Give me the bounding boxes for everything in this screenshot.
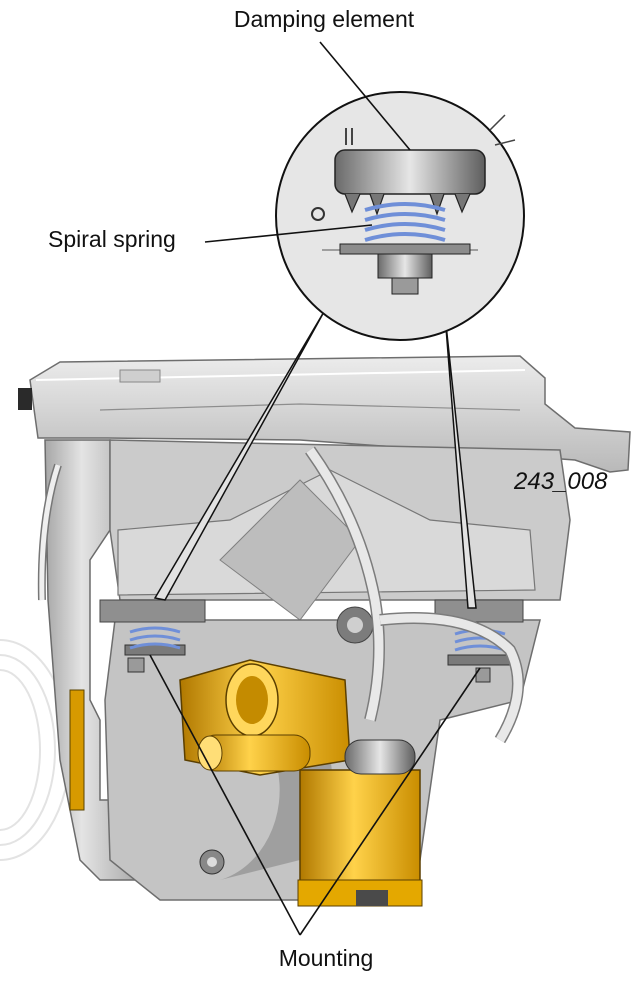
leader-damping (319, 41, 411, 151)
yellow-actuator (179, 659, 423, 907)
detail-inset (153, 91, 525, 609)
top-cover (18, 355, 631, 473)
figure-code: 243_008 (514, 468, 608, 495)
leader-mounting-left (149, 654, 301, 936)
label-mounting: Mounting (278, 945, 374, 971)
mounting-left (99, 599, 206, 673)
leader-lines (149, 41, 481, 936)
leader-spiral (204, 224, 373, 243)
leader-mounting-right (299, 667, 481, 936)
hoses (37, 446, 524, 744)
label-spiral-spring: Spiral spring (48, 226, 176, 252)
label-damping-element: Damping element (233, 6, 415, 32)
